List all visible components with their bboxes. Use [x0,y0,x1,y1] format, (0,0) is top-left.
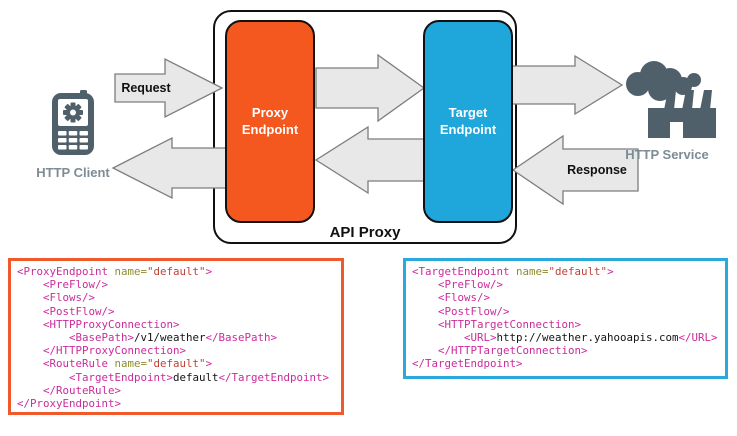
code-line: </HTTPProxyConnection> [17,344,187,358]
target-to-service-arrow [511,54,624,116]
code-line: <TargetEndpoint name="default"> [412,265,614,278]
code-line: </RouteRule> [17,383,122,397]
code-line: <TargetEndpoint>default</TargetEndpoint> [17,370,330,384]
proxy-endpoint-box: Proxy Endpoint [225,20,315,223]
code-line: <RouteRule name="default"> [17,357,213,371]
code-line: <PostFlow/> [412,304,510,318]
code-line: <PreFlow/> [17,278,109,292]
code-line: <BasePath>/v1/weather</BasePath> [17,331,278,345]
target-endpoint-code-block: <TargetEndpoint name="default"> <PreFlow… [403,258,728,379]
factory-door [670,122,683,138]
http-client: HTTP Client [28,90,118,181]
code-line: </ProxyEndpoint> [17,397,122,411]
proxy-endpoint-label: Proxy Endpoint [241,105,299,137]
code-line: <ProxyEndpoint name="default"> [17,265,213,278]
target-endpoint-label: Target Endpoint [439,105,497,137]
request-label: Request [121,81,171,95]
code-line: <PreFlow/> [412,278,504,292]
api-proxy-label: API Proxy [329,224,401,241]
gear-icon [63,102,83,123]
code-line: <HTTPProxyConnection> [17,317,180,331]
http-service-label: HTTP Service [625,147,709,162]
code-line: </TargetEndpoint> [412,357,523,371]
code-line: <HTTPTargetConnection> [412,317,582,331]
code-line: <Flows/> [17,291,96,305]
mobile-phone-icon [52,90,94,155]
phone-keypad [58,131,88,150]
factory-icon [626,61,716,138]
code-line: </HTTPTargetConnection> [412,344,588,358]
http-service: HTTP Service [622,58,722,163]
proxy-endpoint-code-block: <ProxyEndpoint name="default"> <PreFlow/… [8,258,344,415]
target-endpoint-box: Target Endpoint [423,20,513,223]
code-line: <PostFlow/> [17,304,115,318]
response-label: Response [567,163,627,177]
smoke-cloud [626,61,701,101]
code-line: <URL>http://weather.yahooapis.com</URL> [412,331,718,345]
code-line: <Flows/> [412,291,491,305]
http-client-label: HTTP Client [36,165,110,180]
